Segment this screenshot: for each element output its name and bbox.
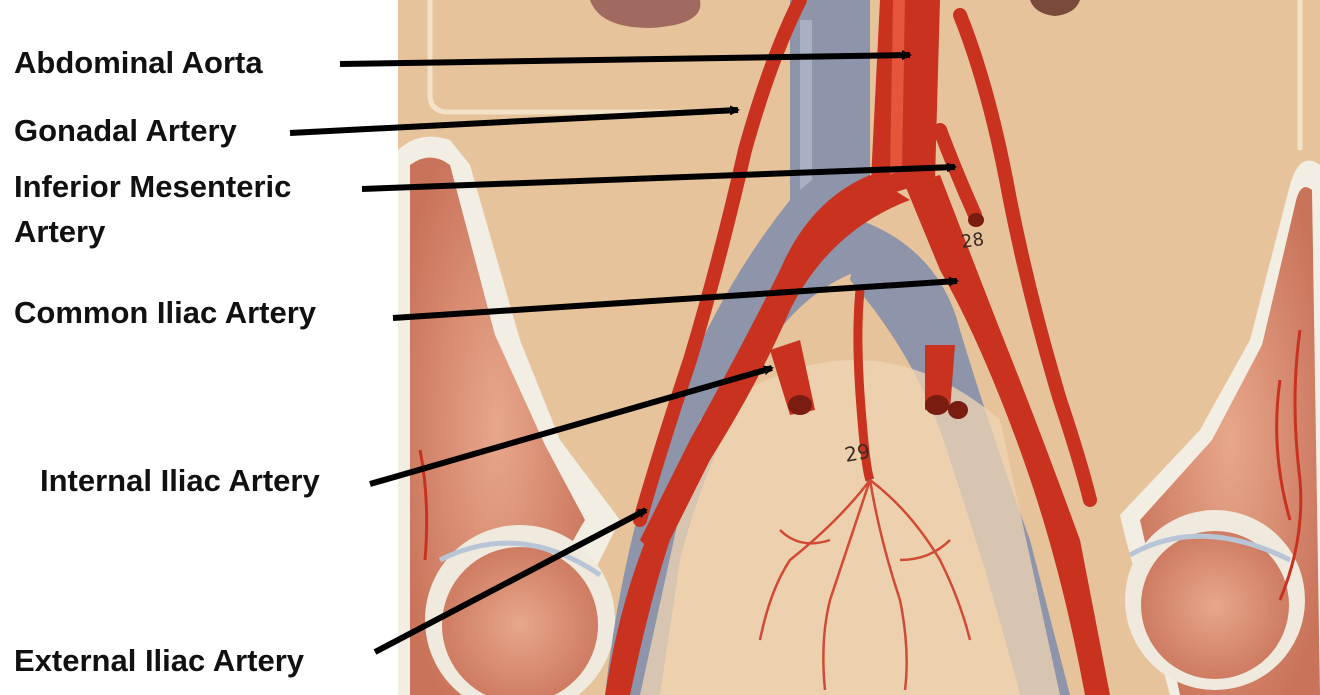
label-gonadal-artery: Gonadal Artery — [14, 112, 237, 150]
right-internal-iliac-cut — [925, 395, 949, 415]
label-external-iliac: External Iliac Artery — [14, 642, 304, 680]
vein-highlight — [800, 20, 812, 190]
label-common-iliac: Common Iliac Artery — [14, 294, 316, 332]
label-internal-iliac: Internal Iliac Artery — [40, 462, 320, 500]
inferior-mesenteric-cut — [968, 213, 984, 227]
left-internal-iliac-cut — [788, 395, 812, 415]
right-femoral-head-marrow — [1141, 531, 1289, 679]
label-inferior-mesenteric-line1: Inferior Mesenteric — [14, 168, 291, 206]
right-internal-iliac-cut-2 — [948, 401, 968, 419]
specimen-number-28: 28 — [960, 229, 986, 253]
label-inferior-mesenteric-line2: Artery — [14, 213, 105, 251]
specimen-number-29: 29 — [843, 439, 872, 467]
label-abdominal-aorta: Abdominal Aorta — [14, 44, 263, 82]
